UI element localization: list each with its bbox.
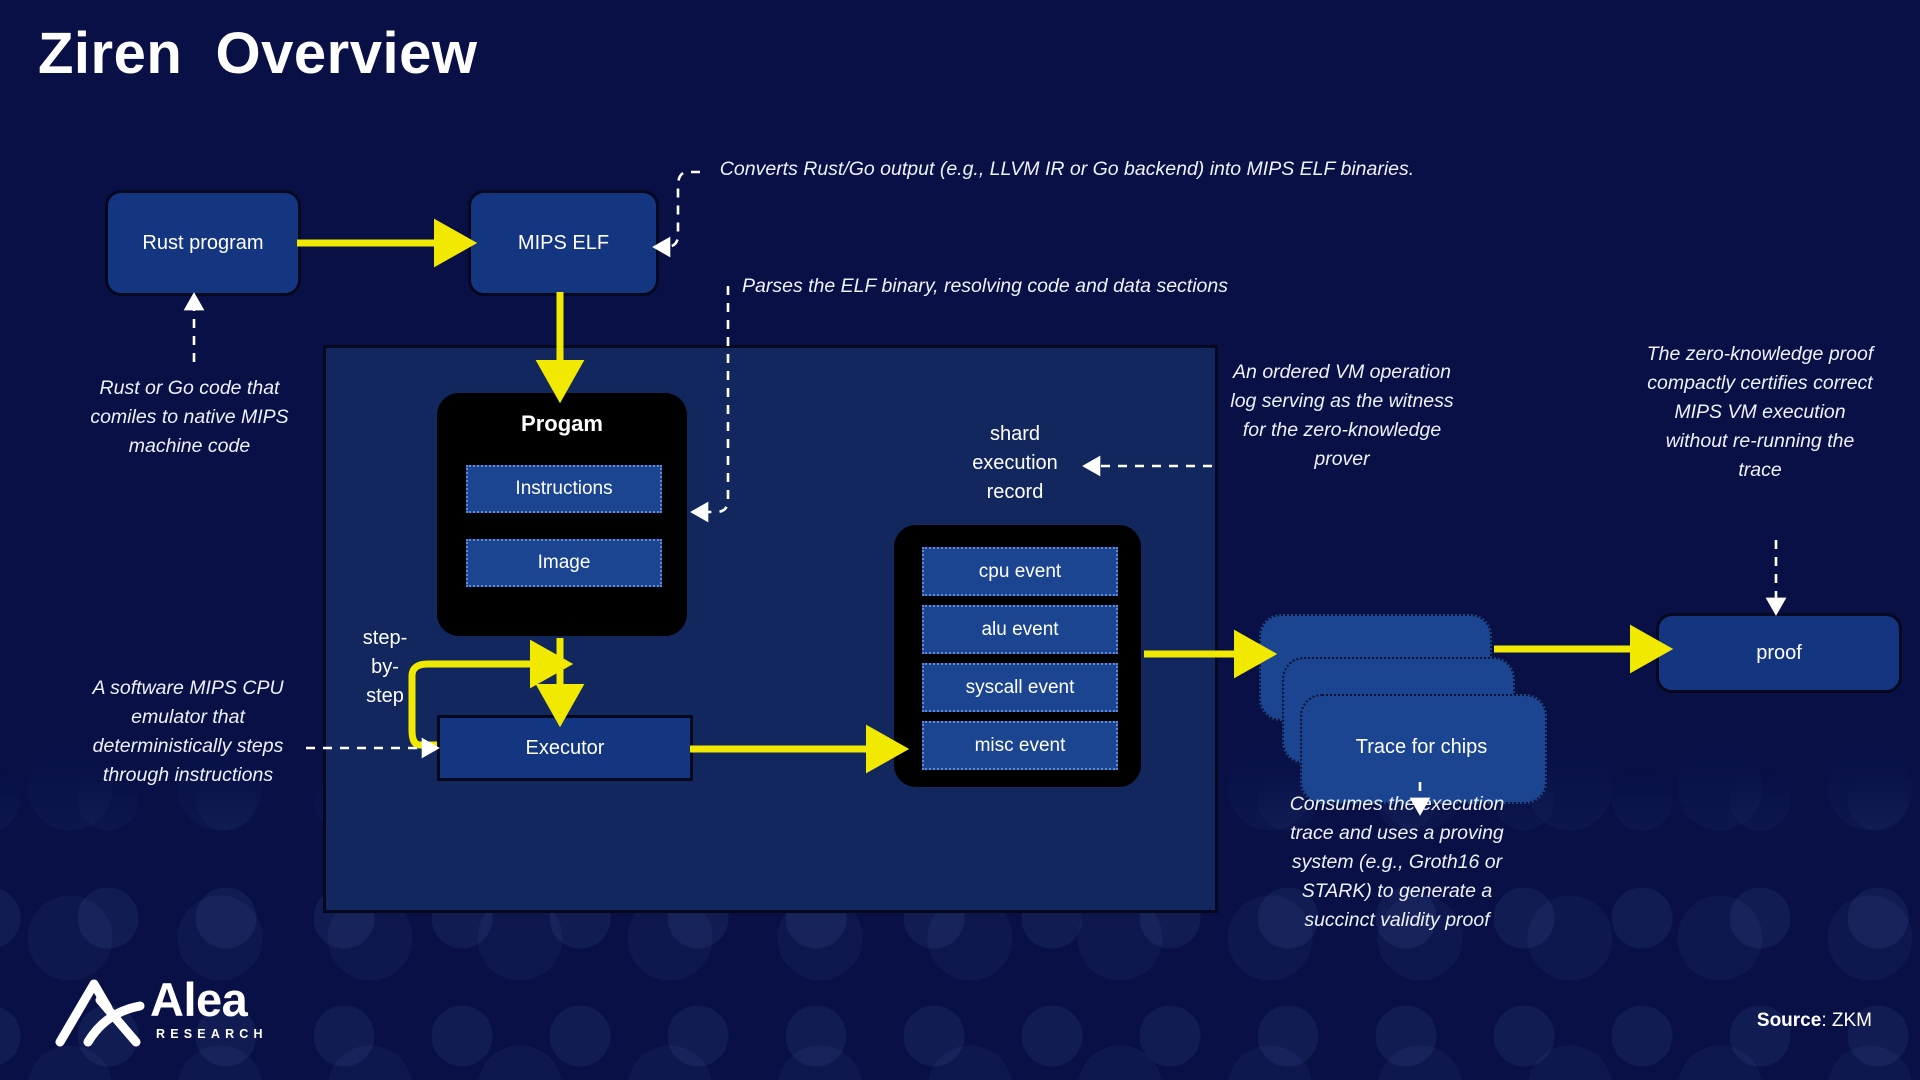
chip-cpu-event[interactable]: cpu event bbox=[922, 547, 1118, 596]
node-mips-elf[interactable]: MIPS ELF bbox=[468, 190, 659, 296]
trace-for-chips-label-wrap: Trace for chips bbox=[1300, 694, 1543, 800]
label-step-by-step-text: step- by- step bbox=[362, 627, 408, 707]
alea-logo-text: Alea bbox=[150, 973, 248, 1026]
group-program-title: Progam bbox=[521, 411, 603, 436]
chip-misc-event-label: misc event bbox=[974, 734, 1066, 756]
group-program: Progam Instructions Image bbox=[437, 393, 687, 636]
node-mips-elf-label: MIPS ELF bbox=[517, 231, 610, 254]
chip-alu-event-label: alu event bbox=[981, 618, 1059, 640]
chip-syscall-event[interactable]: syscall event bbox=[922, 663, 1118, 712]
note-zero-knowledge: The zero-knowledge proof compactly certi… bbox=[1646, 343, 1874, 481]
chip-cpu-event-label: cpu event bbox=[978, 560, 1062, 582]
note-software-mips: A software MIPS CPU emulator that determ… bbox=[92, 677, 284, 786]
node-executor[interactable]: Executor bbox=[437, 715, 693, 781]
source-credit: Source: ZKM bbox=[1757, 1010, 1872, 1032]
note-converts: Converts Rust/Go output (e.g., LLVM IR o… bbox=[719, 158, 1415, 180]
group-events: cpu event alu event syscall event misc e… bbox=[894, 525, 1141, 787]
chip-image[interactable]: Image bbox=[466, 539, 662, 587]
chip-alu-event[interactable]: alu event bbox=[922, 605, 1118, 654]
note-parses: Parses the ELF binary, resolving code an… bbox=[742, 275, 1228, 297]
note-ordered-vm: An ordered VM operation log serving as t… bbox=[1230, 361, 1454, 470]
chip-syscall-event-label: syscall event bbox=[965, 676, 1075, 698]
trace-for-chips-label: Trace for chips bbox=[1355, 735, 1488, 758]
label-step-by-step: step- by- step bbox=[350, 624, 420, 711]
source-label: Source bbox=[1756, 1010, 1822, 1031]
alea-logo-subtext: RESEARCH bbox=[156, 1027, 268, 1041]
note-consumes: Consumes the execution trace and uses a … bbox=[1289, 793, 1505, 931]
chip-misc-event[interactable]: misc event bbox=[922, 721, 1118, 770]
node-rust-program[interactable]: Rust program bbox=[105, 190, 301, 296]
chip-instructions-label: Instructions bbox=[515, 478, 613, 499]
node-rust-program-label: Rust program bbox=[142, 231, 264, 254]
node-proof-label: proof bbox=[1756, 641, 1802, 664]
source-value: : ZKM bbox=[1821, 1010, 1872, 1031]
label-shard-execution-record-text: shard execution record bbox=[972, 423, 1058, 503]
alea-logo-mark bbox=[55, 979, 145, 1047]
note-rust-or-go: Rust or Go code that comiles to native M… bbox=[90, 377, 289, 457]
node-proof[interactable]: proof bbox=[1656, 613, 1902, 693]
page-title: Ziren Overview bbox=[38, 21, 478, 86]
chip-instructions[interactable]: Instructions bbox=[466, 465, 662, 513]
label-shard-execution-record: shard execution record bbox=[950, 420, 1080, 507]
node-executor-label: Executor bbox=[525, 736, 605, 759]
chip-image-label: Image bbox=[537, 552, 591, 573]
connector-converts-note bbox=[652, 170, 700, 258]
